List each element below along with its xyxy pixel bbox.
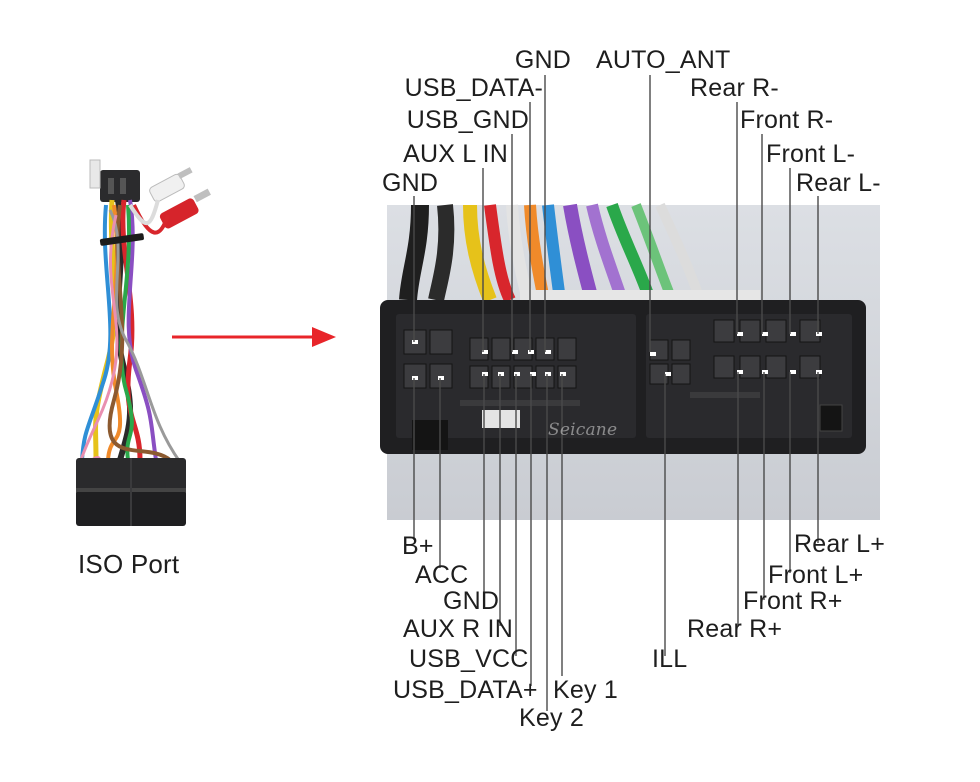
label-usb-data-plus: USB_DATA+ bbox=[393, 676, 538, 704]
label-aux-l-in: AUX L IN bbox=[403, 140, 508, 168]
rca-plug-red bbox=[159, 188, 211, 229]
label-rear-l-plus: Rear L+ bbox=[794, 530, 886, 558]
label-usb-vcc: USB_VCC bbox=[409, 645, 529, 673]
label-gnd-left: GND bbox=[382, 169, 439, 197]
label-usb-data-minus: USB_DATA- bbox=[404, 74, 543, 102]
label-front-r-plus: Front R+ bbox=[743, 587, 843, 615]
watermark: Seicane bbox=[548, 420, 618, 440]
rca-plug-white bbox=[149, 167, 193, 203]
iso-port-caption: ISO Port bbox=[78, 549, 180, 579]
label-gnd-top: GND bbox=[514, 46, 571, 74]
leader-lines bbox=[413, 75, 819, 711]
label-b-plus: B+ bbox=[402, 532, 434, 560]
label-gnd-bottom: GND bbox=[443, 587, 500, 615]
label-acc: ACC bbox=[415, 561, 469, 589]
label-aux-r-in: AUX R IN bbox=[403, 615, 513, 643]
label-ill: ILL bbox=[652, 645, 688, 673]
label-front-l-plus: Front L+ bbox=[768, 561, 864, 589]
label-auto-ant: AUTO_ANT bbox=[596, 46, 731, 74]
label-rear-l-minus: Rear L- bbox=[796, 169, 881, 197]
label-rear-r-plus: Rear R+ bbox=[687, 615, 783, 643]
label-key-2: Key 2 bbox=[519, 704, 584, 732]
label-front-l-minus: Front L- bbox=[766, 140, 856, 168]
label-rear-r-minus: Rear R- bbox=[690, 74, 779, 102]
iso-harness-photo bbox=[76, 159, 211, 526]
label-key-1: Key 1 bbox=[553, 676, 618, 704]
direction-arrow bbox=[172, 327, 336, 347]
label-front-r-minus: Front R- bbox=[740, 106, 834, 134]
label-usb-gnd: USB_GND bbox=[406, 106, 529, 134]
connector-photo bbox=[380, 202, 880, 520]
